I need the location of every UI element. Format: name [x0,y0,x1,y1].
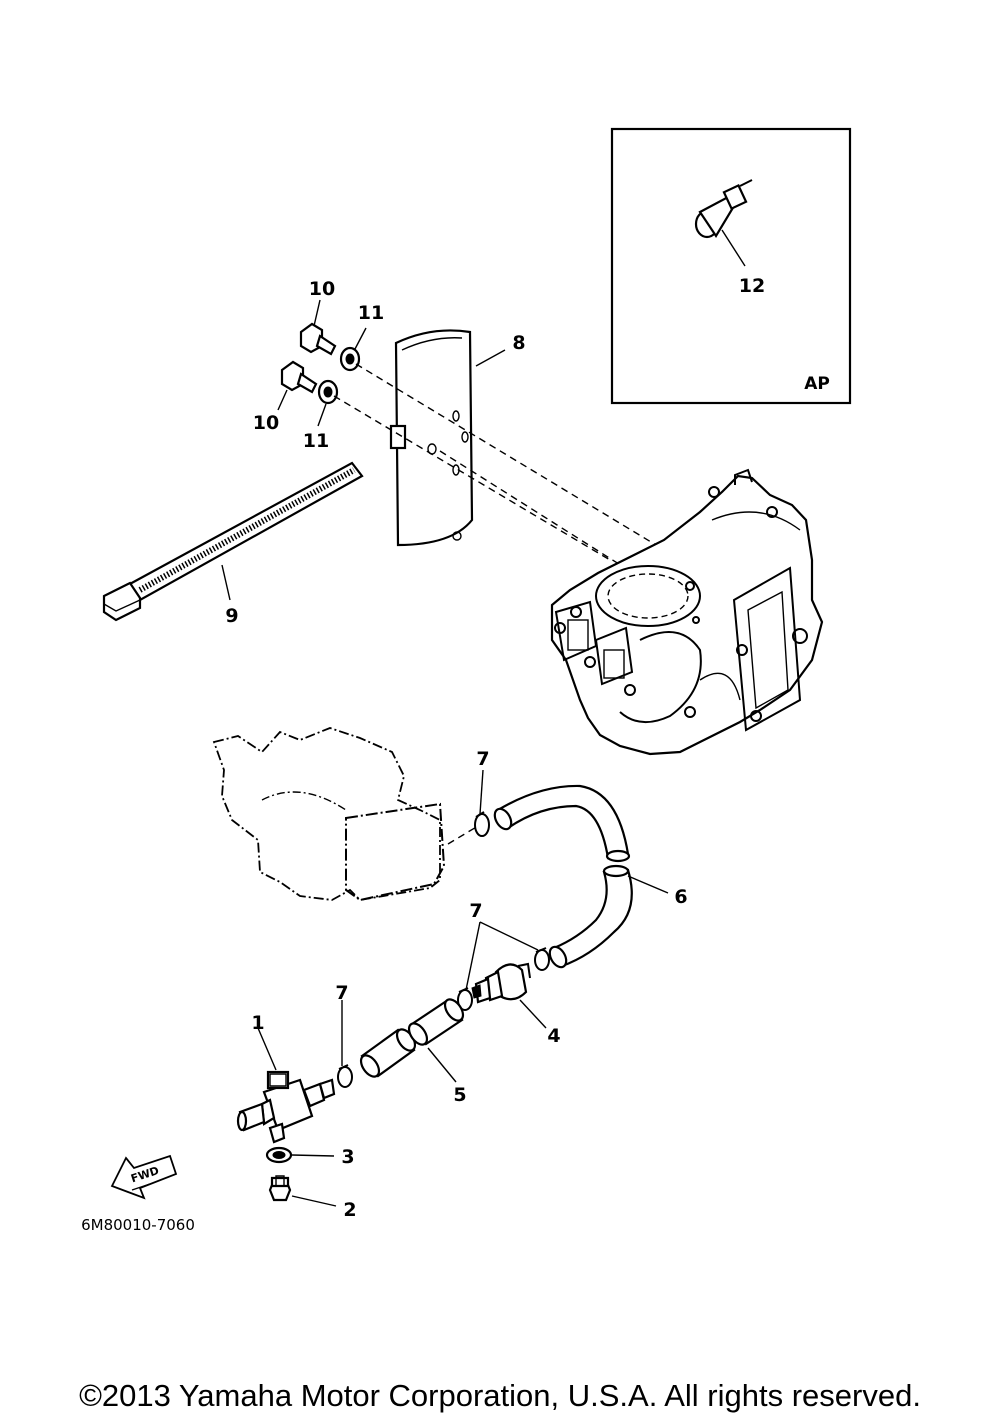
callout-11-upper: 11 [358,302,384,324]
callout-1: 1 [251,1012,264,1034]
part-4-fuel-joint [471,962,531,1004]
callout-3: 3 [341,1146,354,1168]
part-10-bolt-upper [299,322,337,356]
parts-diagram: 12 AP 8 10 11 10 11 [81,127,852,1234]
inset-box: 12 AP [610,127,852,405]
diagram-code: 6M80010-7060 [81,1216,195,1234]
part-11-washer-lower [317,379,339,405]
callout-10-upper: 10 [309,278,335,300]
engine-block [550,468,824,756]
callout-2: 2 [343,1199,356,1221]
part-3-washer [265,1146,293,1164]
part-12-hose-joint [694,179,753,239]
callout-12: 12 [739,275,765,297]
callout-7-upper: 7 [476,748,489,770]
callout-4: 4 [547,1025,560,1047]
part-1-fuel-cock [236,1070,336,1144]
callout-8: 8 [512,332,525,354]
part-6-fuel-hose [493,784,633,969]
copyright-notice: ©2013 Yamaha Motor Corporation, U.S.A. A… [79,1378,921,1413]
callout-10-lower: 10 [253,412,279,434]
callout-9: 9 [225,605,238,627]
part-11-washer-upper [339,346,361,372]
fwd-arrow-icon: FWD [110,1154,178,1200]
part-7-clip-lower-left [337,1064,353,1088]
part-7-clip-upper [474,811,490,837]
callout-7-lower: 7 [335,982,348,1004]
part-8-cover [389,329,474,547]
callout-5: 5 [453,1084,466,1106]
callout-7-middle: 7 [469,900,482,922]
part-5-hose-pieces [359,998,465,1078]
part-9-cable-tie [102,461,364,622]
callout-6: 6 [674,886,687,908]
callout-11-lower: 11 [303,430,329,452]
part-2-screw [268,1175,292,1202]
part-10-bolt-lower [280,360,318,394]
part-7-clip-middle [534,947,550,971]
carburetor-outline [212,727,446,902]
inset-label: AP [804,374,830,394]
